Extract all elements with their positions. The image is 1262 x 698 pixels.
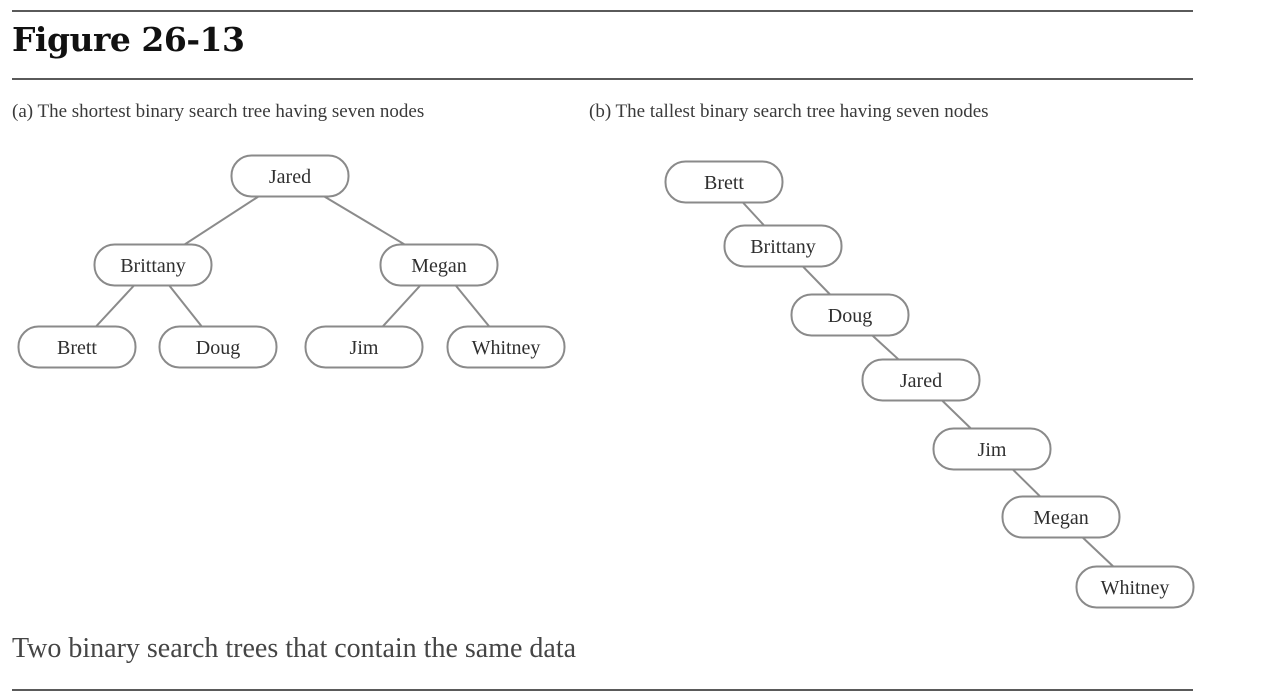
tree-node-b-doug: Doug bbox=[790, 293, 910, 337]
node-label: Whitney bbox=[472, 337, 541, 359]
node-label: Jared bbox=[269, 166, 311, 188]
node-label: Jim bbox=[978, 439, 1007, 461]
tree-node-b-jim: Jim bbox=[932, 427, 1052, 471]
node-label: Doug bbox=[196, 337, 240, 359]
tree-node-a-brittany: Brittany bbox=[93, 243, 213, 287]
node-pill bbox=[790, 293, 910, 337]
bottom-divider bbox=[12, 689, 1193, 691]
tree-node-b-brittany: Brittany bbox=[723, 224, 843, 268]
node-label: Megan bbox=[1033, 507, 1089, 529]
node-pill bbox=[861, 358, 981, 402]
node-label: Megan bbox=[411, 255, 467, 277]
tree-node-a-whitney: Whitney bbox=[446, 325, 566, 369]
tree-node-a-megan: Megan bbox=[379, 243, 499, 287]
title-divider bbox=[12, 78, 1193, 80]
node-label: Brittany bbox=[750, 236, 816, 258]
node-label: Jim bbox=[350, 337, 379, 359]
node-label: Brett bbox=[57, 337, 97, 359]
tree-node-b-jared: Jared bbox=[861, 358, 981, 402]
node-pill bbox=[1001, 495, 1121, 539]
node-label: Brett bbox=[704, 172, 744, 194]
node-pill bbox=[93, 243, 213, 287]
node-pill bbox=[932, 427, 1052, 471]
top-divider bbox=[12, 10, 1193, 12]
node-pill bbox=[304, 325, 424, 369]
node-label: Jared bbox=[900, 370, 942, 392]
node-pill bbox=[230, 154, 350, 198]
tree-node-b-brett: Brett bbox=[664, 160, 784, 204]
node-pill bbox=[17, 325, 137, 369]
tree-node-a-jared: Jared bbox=[230, 154, 350, 198]
tree-node-a-jim: Jim bbox=[304, 325, 424, 369]
tree-a-caption: (a) The shortest binary search tree havi… bbox=[12, 101, 425, 122]
node-pill bbox=[1075, 565, 1195, 609]
node-pill bbox=[664, 160, 784, 204]
node-label: Brittany bbox=[120, 255, 186, 277]
tree-b-caption: (b) The tallest binary search tree havin… bbox=[589, 101, 989, 122]
tree-node-a-doug: Doug bbox=[158, 325, 278, 369]
figure-caption: Two binary search trees that contain the… bbox=[12, 633, 577, 664]
node-pill bbox=[158, 325, 278, 369]
tree-node-b-whitney: Whitney bbox=[1075, 565, 1195, 609]
node-pill bbox=[723, 224, 843, 268]
node-label: Whitney bbox=[1101, 577, 1170, 599]
node-pill bbox=[379, 243, 499, 287]
tree-node-a-brett: Brett bbox=[17, 325, 137, 369]
node-pill bbox=[446, 325, 566, 369]
tree-node-b-megan: Megan bbox=[1001, 495, 1121, 539]
node-label: Doug bbox=[828, 305, 872, 327]
figure-title: Figure 26-13 bbox=[12, 20, 245, 59]
